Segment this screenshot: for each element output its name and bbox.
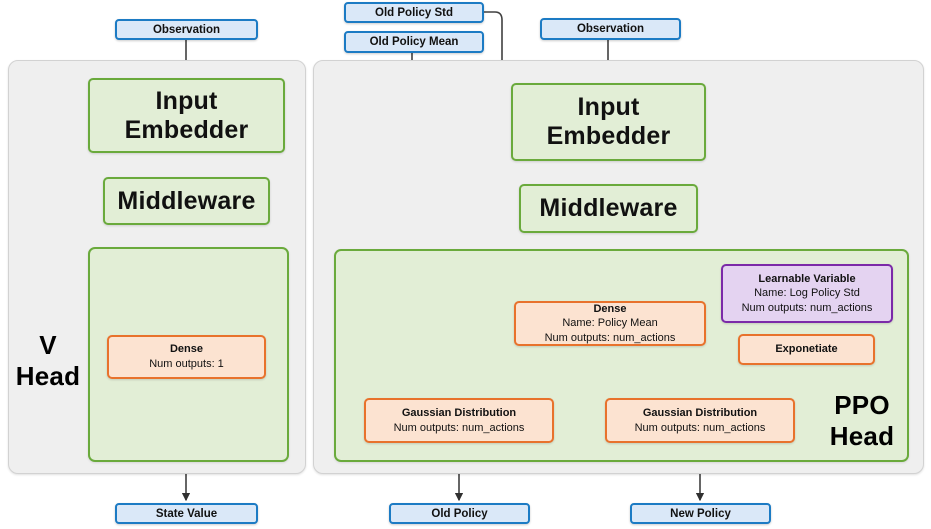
v-dense-num-outputs: Num outputs: 1 xyxy=(149,358,224,370)
v-input-embedder-label: Input Embedder xyxy=(124,86,249,144)
ppo-head-title: PPO Head xyxy=(820,390,904,451)
ppo-gaussian-new-num-outputs: Num outputs: num_actions xyxy=(634,421,766,434)
ppo-exponentiate-label: Exponetiate xyxy=(775,343,838,356)
ppo-dense-num-outputs: Num outputs: num_actions xyxy=(544,331,676,344)
v-middleware-node[interactable]: Middleware xyxy=(103,177,270,225)
output-state-value-label: State Value xyxy=(155,507,218,520)
ppo-dense-policy-mean-node[interactable]: Dense Name: Policy Mean Num outputs: num… xyxy=(514,301,706,346)
ppo-dense-title: Dense xyxy=(593,302,627,315)
ppo-middleware-node[interactable]: Middleware xyxy=(519,184,698,233)
ppo-learnable-title: Learnable Variable xyxy=(758,272,856,285)
v-head-title: V Head xyxy=(10,330,86,391)
input-observation-right[interactable]: Observation xyxy=(540,18,681,40)
output-new-policy-label: New Policy xyxy=(670,507,731,520)
input-old-policy-std[interactable]: Old Policy Std xyxy=(344,2,484,23)
input-old-policy-mean-label: Old Policy Mean xyxy=(369,36,459,48)
ppo-exponentiate-node[interactable]: Exponetiate xyxy=(738,334,875,365)
ppo-learnable-name: Name: Log Policy Std xyxy=(754,287,860,300)
ppo-input-embedder-node[interactable]: Input Embedder xyxy=(511,83,706,161)
ppo-head-title-line1: PPO xyxy=(834,390,890,420)
output-old-policy-label: Old Policy xyxy=(431,507,488,520)
v-dense-node[interactable]: Dense Num outputs: 1 xyxy=(107,335,266,379)
ppo-gaussian-old-num-outputs: Num outputs: num_actions xyxy=(393,421,525,434)
ppo-input-embedder-label: Input Embedder xyxy=(546,93,671,150)
ppo-dense-name: Name: Policy Mean xyxy=(562,317,658,330)
v-dense-title: Dense xyxy=(169,343,204,356)
output-new-policy[interactable]: New Policy xyxy=(630,503,771,524)
output-old-policy[interactable]: Old Policy xyxy=(389,503,530,524)
ppo-middleware-label: Middleware xyxy=(539,194,678,222)
ppo-learnable-variable-node[interactable]: Learnable Variable Name: Log Policy Std … xyxy=(721,264,893,323)
ppo-gaussian-new-title: Gaussian Distribution xyxy=(642,406,758,419)
v-input-embedder-node[interactable]: Input Embedder xyxy=(88,78,285,153)
v-head-title-line1: V xyxy=(39,330,57,360)
ppo-learnable-num-outputs: Num outputs: num_actions xyxy=(741,301,873,314)
input-observation-left-label: Observation xyxy=(152,23,221,36)
output-state-value[interactable]: State Value xyxy=(115,503,258,524)
ppo-gaussian-old-node[interactable]: Gaussian Distribution Num outputs: num_a… xyxy=(364,398,554,443)
v-head-title-line2: Head xyxy=(15,360,81,391)
input-observation-right-label: Observation xyxy=(576,23,645,35)
ppo-head-title-line2: Head xyxy=(829,420,895,451)
ppo-gaussian-old-title: Gaussian Distribution xyxy=(401,406,517,419)
input-old-policy-mean[interactable]: Old Policy Mean xyxy=(344,31,484,53)
ppo-gaussian-new-node[interactable]: Gaussian Distribution Num outputs: num_a… xyxy=(605,398,795,443)
input-old-policy-std-label: Old Policy Std xyxy=(375,6,453,19)
input-observation-left[interactable]: Observation xyxy=(115,19,258,40)
v-middleware-label: Middleware xyxy=(117,186,256,215)
